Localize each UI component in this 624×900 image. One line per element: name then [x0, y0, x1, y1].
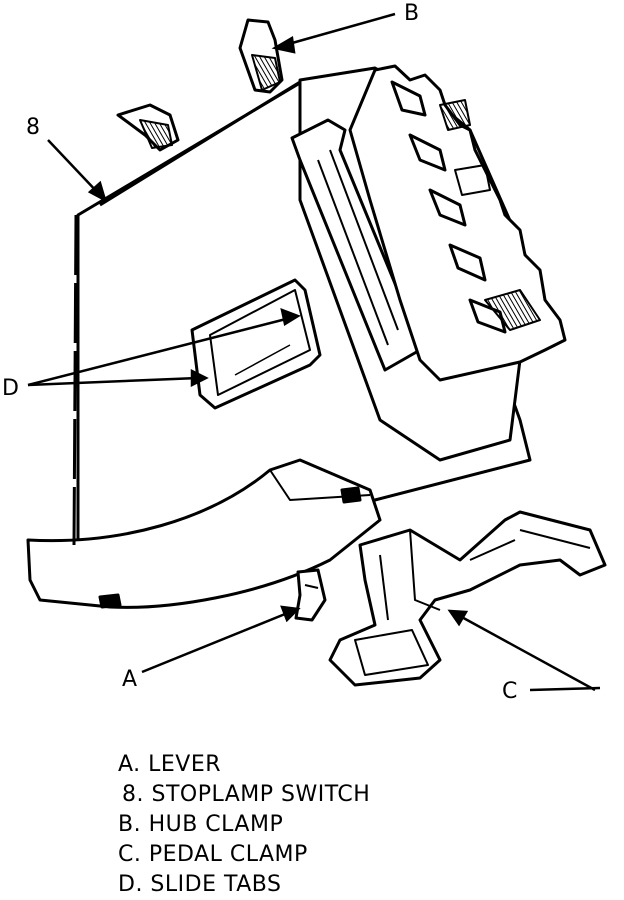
- legend-item-hub-clamp: B. HUB CLAMP: [118, 812, 284, 837]
- legend: A. LEVER 8. STOPLAMP SWITCH B. HUB CLAMP…: [118, 750, 370, 900]
- legend-item-lever: A. LEVER: [118, 752, 222, 777]
- lever: [294, 568, 327, 622]
- body-lower-lip: [26, 458, 382, 609]
- connector-terminals: [348, 64, 567, 382]
- legend-item-pedal-clamp: C. PEDAL CLAMP: [118, 842, 308, 867]
- callout-8: 8: [26, 115, 40, 140]
- callout-leaders: [27, 12, 601, 692]
- legend-item-slide-tabs: D. SLIDE TABS: [118, 872, 282, 897]
- pedal-clamp: [328, 510, 607, 687]
- legend-item-stoplamp-switch: 8. STOPLAMP SWITCH: [122, 782, 371, 807]
- callout-a: A: [122, 667, 137, 692]
- callout-d: D: [2, 376, 19, 401]
- callout-c: C: [502, 679, 517, 704]
- callout-b: B: [404, 1, 419, 26]
- body-left-edge: [72, 214, 78, 546]
- hub-clamp-top: [116, 18, 284, 152]
